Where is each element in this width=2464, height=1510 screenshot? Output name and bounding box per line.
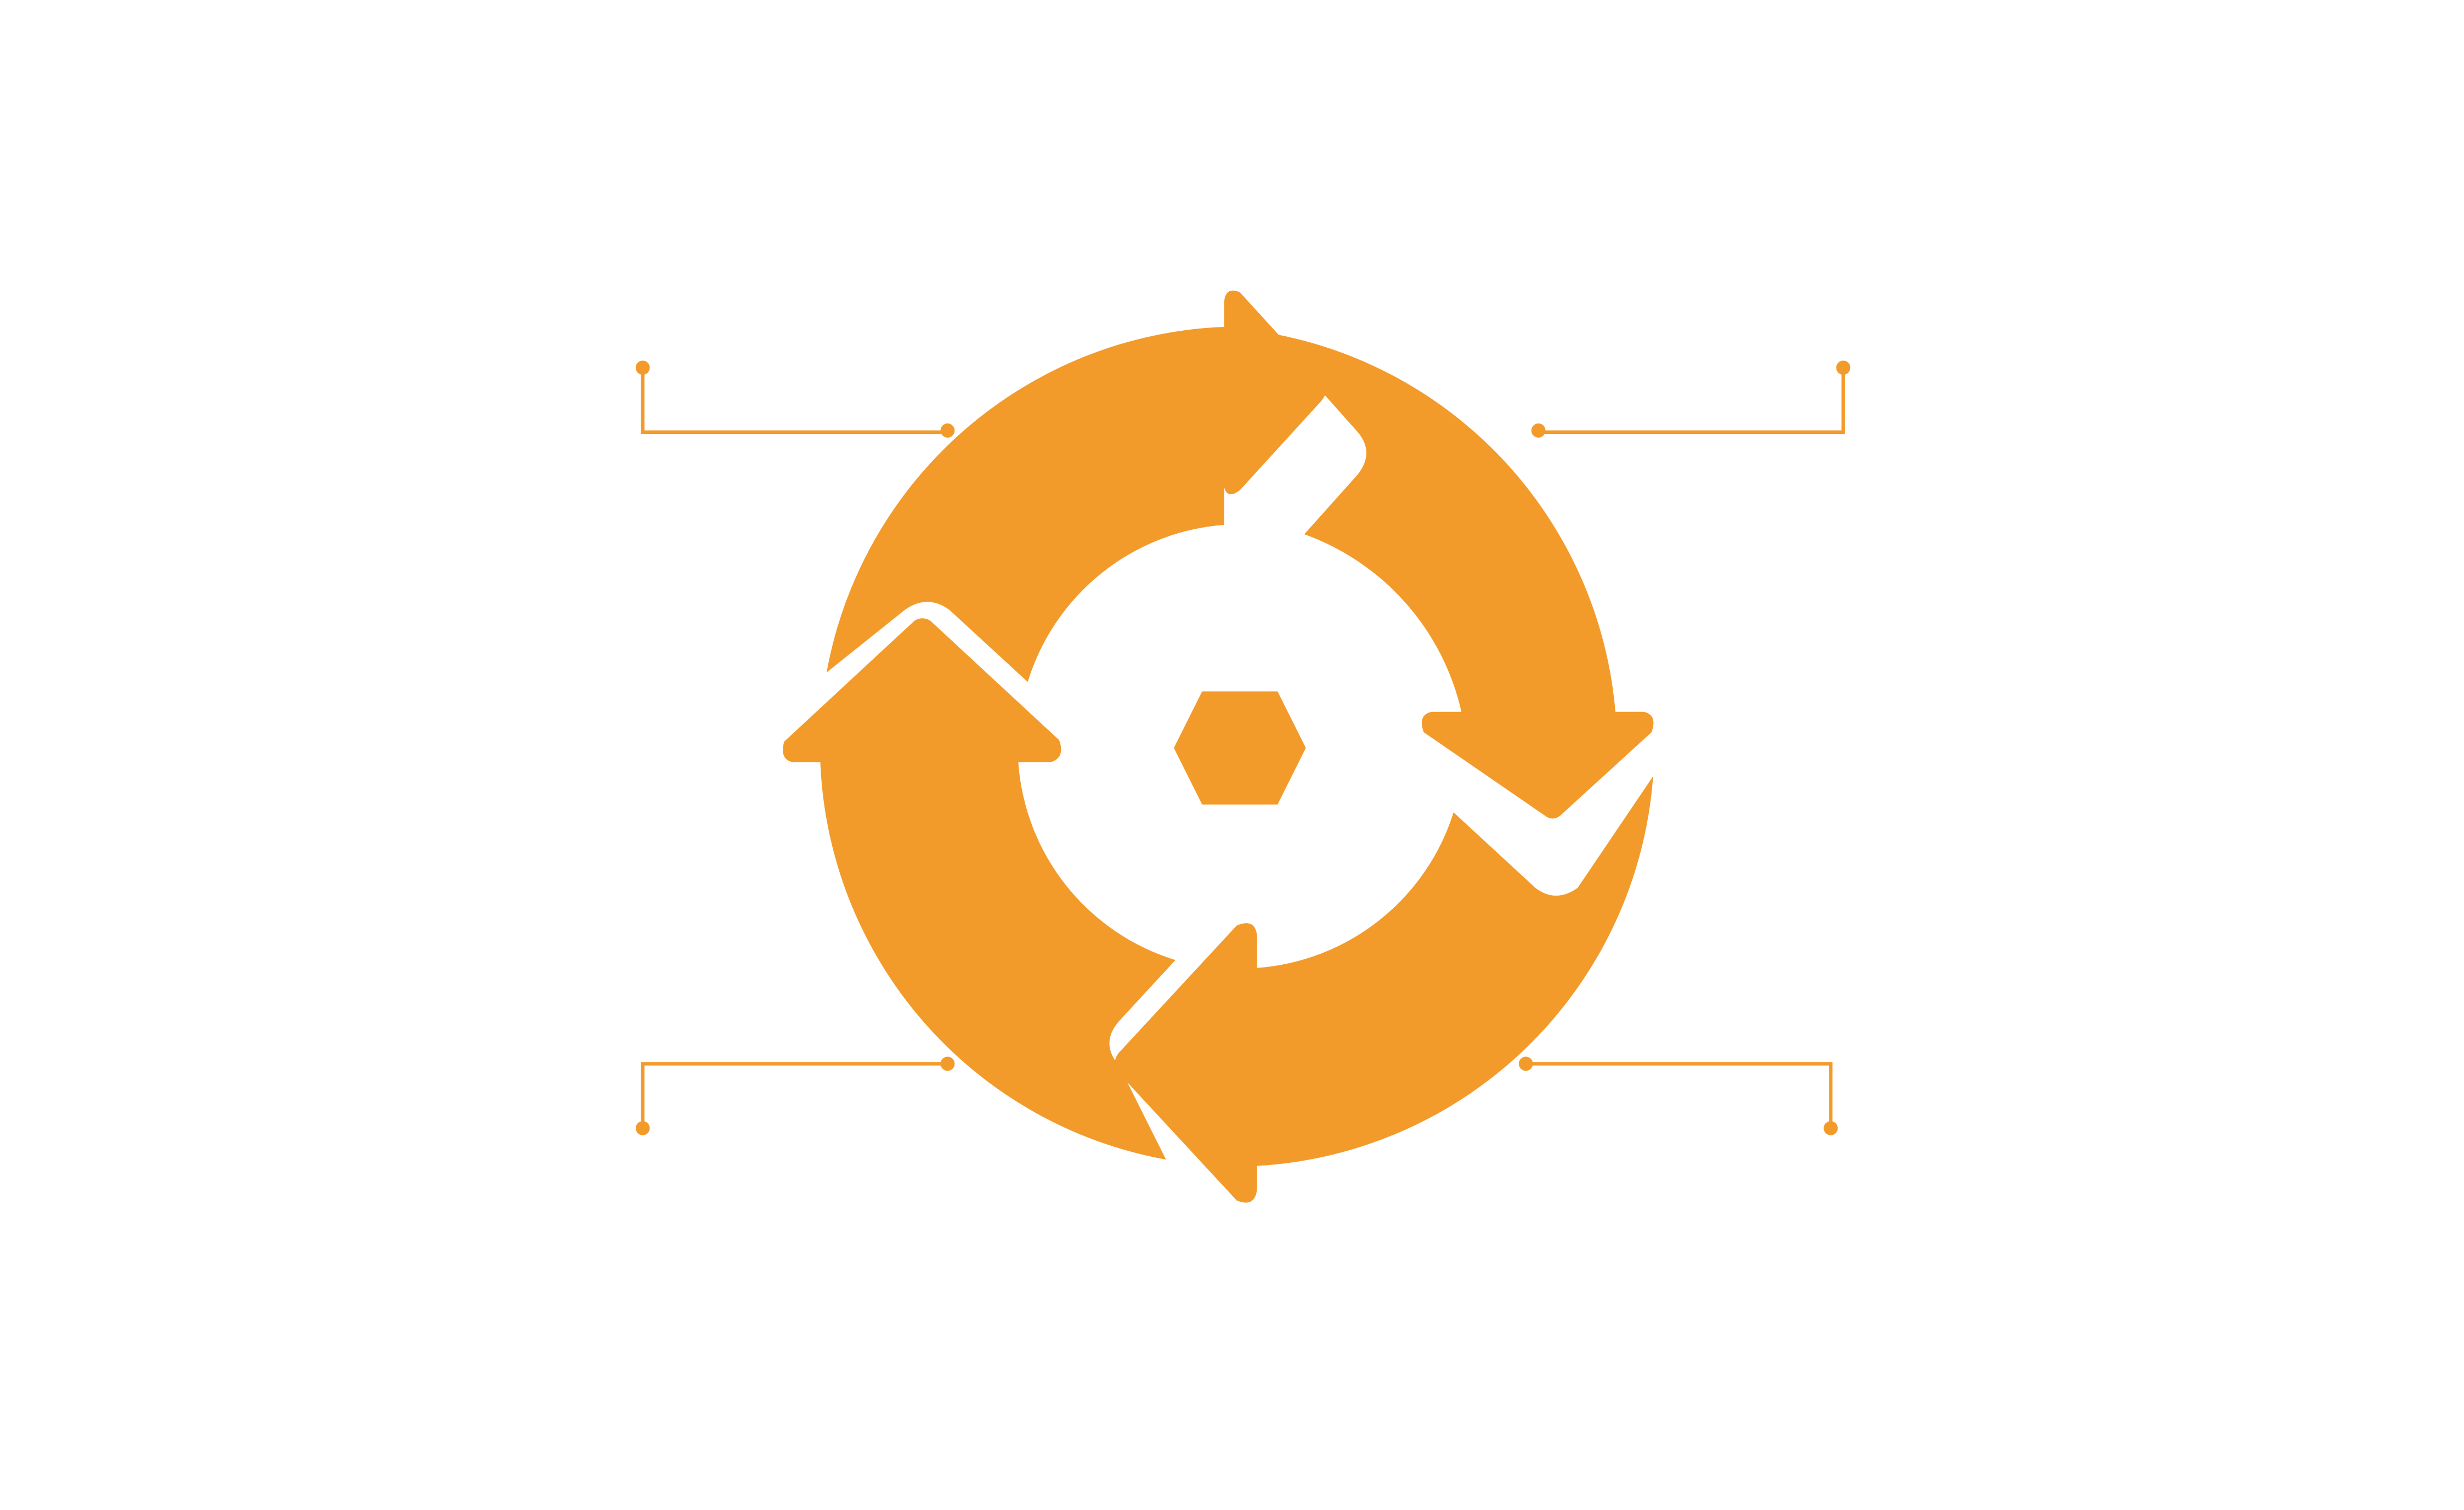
cycle-arrows — [783, 290, 1654, 1203]
arrow-top — [826, 290, 1326, 682]
connectors — [641, 367, 1845, 1128]
center-hexagon — [1174, 691, 1306, 805]
dot-top-right-end — [1836, 360, 1851, 375]
dot-top-left-start — [940, 423, 955, 438]
connector-bottom-left — [641, 1062, 948, 1128]
dot-bottom-right-start — [1518, 1056, 1533, 1071]
dot-top-left-end — [635, 360, 650, 375]
connector-bottom-right — [1525, 1062, 1833, 1128]
arrow-bottom — [1115, 776, 1653, 1203]
connector-dots — [635, 360, 1851, 1135]
arrow-right — [1269, 333, 1654, 819]
connector-top-left — [641, 367, 948, 434]
dot-bottom-right-end — [1823, 1121, 1838, 1135]
dot-bottom-left-start — [940, 1056, 955, 1071]
arrow-left — [783, 618, 1176, 1160]
dot-top-right-start — [1531, 423, 1546, 438]
dot-bottom-left-end — [635, 1121, 650, 1135]
connector-top-right — [1538, 367, 1845, 434]
